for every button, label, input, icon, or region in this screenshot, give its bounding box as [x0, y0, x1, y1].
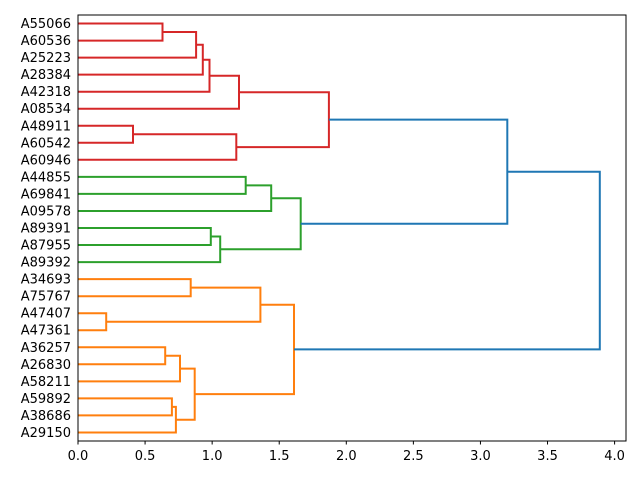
leaf-label: A60536 — [21, 34, 71, 49]
dendrogram-link — [78, 58, 211, 93]
x-tick-label: 2.5 — [403, 449, 424, 464]
dendrogram-link — [78, 397, 173, 417]
leaf-label: A87955 — [21, 239, 71, 254]
leaf-label: A75767 — [21, 290, 71, 305]
leaf-label: A55066 — [21, 17, 71, 32]
leaf-label: A29150 — [21, 426, 71, 441]
dendrogram-link — [78, 235, 222, 264]
dendrogram-link — [78, 124, 134, 144]
leaf-label: A47361 — [21, 324, 71, 339]
dendrogram-link — [78, 175, 247, 195]
leaf-label: A44855 — [21, 170, 71, 185]
leaf-label: A38686 — [21, 409, 71, 424]
leaf-label: A59892 — [21, 392, 71, 407]
leaf-label: A60946 — [21, 153, 71, 168]
axes-frame — [77, 14, 627, 442]
dendrogram-links — [78, 22, 601, 434]
leaf-label: A26830 — [21, 358, 71, 373]
dendrogram-link — [78, 31, 198, 59]
dendrogram-link — [78, 133, 238, 161]
leaf-label: A48911 — [21, 119, 71, 134]
dendrogram-link — [78, 184, 273, 212]
dendrogram-link — [236, 91, 330, 149]
dendrogram-link — [78, 346, 167, 366]
leaf-label: A28384 — [21, 68, 71, 83]
axes-spines — [77, 14, 627, 442]
dendrogram-link — [106, 286, 262, 323]
x-tick-label: 4.0 — [604, 449, 625, 464]
dendrogram-link — [78, 227, 212, 246]
leaf-label: A69841 — [21, 187, 71, 202]
dendrogram-link — [175, 367, 196, 421]
x-tick-label: 3.0 — [470, 449, 491, 464]
leaf-label: A89391 — [21, 222, 71, 237]
dendrogram-link — [300, 118, 509, 225]
x-tick-label: 1.0 — [202, 449, 223, 464]
x-tick-label: 0.0 — [68, 449, 89, 464]
leaf-label: A89392 — [21, 256, 71, 271]
x-tick-label: 1.5 — [269, 449, 290, 464]
leaf-axis-labels: A55066A60536A25223A28384A42318A08534A489… — [21, 17, 71, 441]
dendrogram-link — [78, 405, 177, 434]
x-axis: 0.0 0.5 1.0 1.5 2.0 2.5 3.0 3.5 4.0 — [68, 441, 625, 464]
leaf-label: A42318 — [21, 85, 71, 100]
dendrogram-link — [294, 170, 601, 351]
x-tick-label: 0.5 — [135, 449, 156, 464]
x-tick-label: 3.5 — [537, 449, 558, 464]
x-tick-label: 2.0 — [336, 449, 357, 464]
dendrogram-link — [194, 303, 295, 396]
dendrogram-link — [220, 197, 302, 251]
dendrogram-link — [78, 22, 164, 42]
leaf-label: A58211 — [21, 375, 71, 390]
leaf-label: A09578 — [21, 204, 71, 219]
dendrogram-link — [78, 278, 192, 298]
leaf-label: A36257 — [21, 341, 71, 356]
leaf-label: A25223 — [21, 51, 71, 66]
leaf-label: A60542 — [21, 136, 71, 151]
dendrogram-link — [78, 312, 108, 332]
leaf-label: A47407 — [21, 307, 71, 322]
leaf-label: A34693 — [21, 273, 71, 288]
leaf-label: A08534 — [21, 102, 71, 117]
dendrogram-link — [78, 43, 204, 76]
